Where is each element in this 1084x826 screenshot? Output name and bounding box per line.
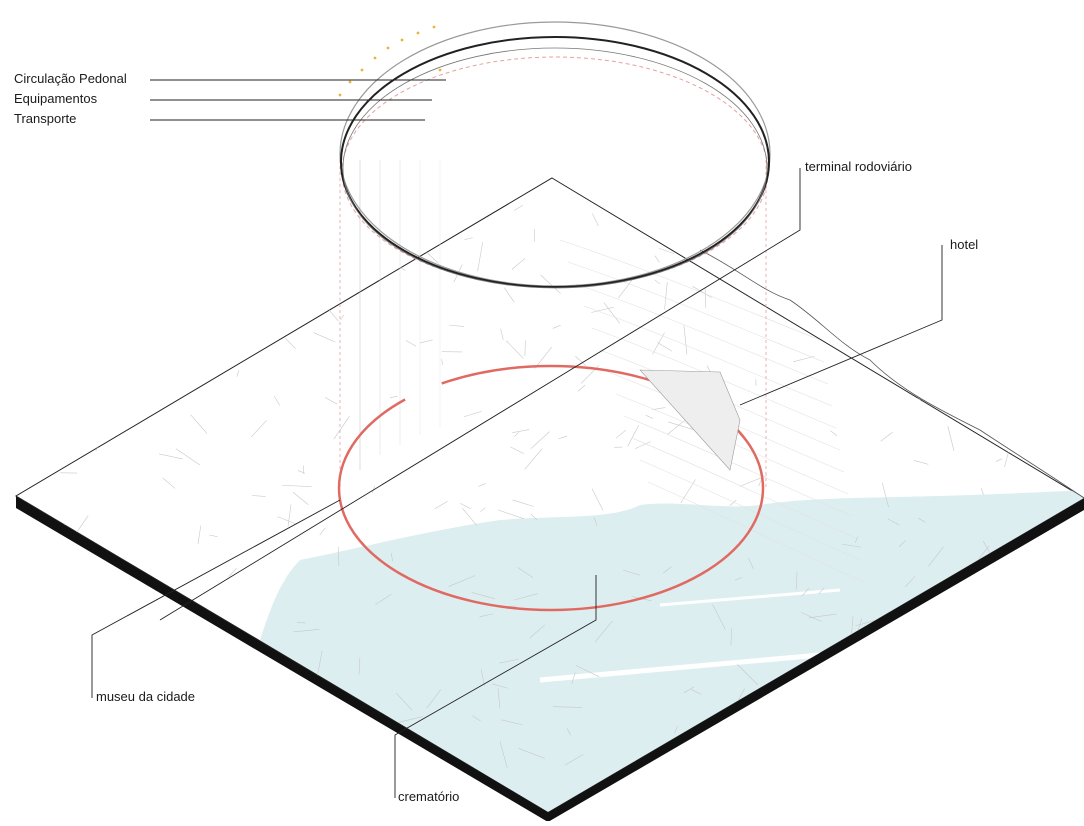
map-line — [113, 344, 115, 362]
map-line — [180, 644, 199, 664]
label-bus-terminal: terminal rodoviário — [805, 160, 912, 174]
map-line — [328, 226, 329, 250]
map-line — [996, 203, 999, 211]
map-line — [95, 397, 109, 398]
layer-dot — [361, 69, 364, 72]
map-line — [445, 206, 462, 217]
map-line — [699, 202, 706, 218]
map-line — [896, 731, 911, 734]
map-line — [856, 751, 875, 766]
map-line — [153, 319, 176, 329]
map-line — [238, 679, 239, 698]
layer-dot — [349, 81, 352, 84]
map-line — [92, 407, 109, 408]
map-line — [321, 738, 335, 747]
map-line — [278, 729, 282, 743]
map-line — [820, 214, 831, 228]
map-line — [847, 336, 872, 349]
map-line — [163, 301, 187, 306]
map-line — [174, 306, 187, 309]
map-line — [238, 725, 253, 738]
map-line — [230, 740, 241, 743]
label-city-museum: museu da cidade — [96, 690, 195, 704]
map-line — [70, 286, 83, 305]
layer-dot — [417, 32, 420, 35]
layer-dot — [374, 57, 377, 60]
map-line — [966, 385, 970, 407]
map-line — [64, 748, 79, 763]
map-line — [191, 325, 207, 330]
label-hotel: hotel — [950, 238, 978, 252]
layer-dots — [339, 26, 442, 97]
map-line — [84, 393, 94, 410]
map-line — [869, 217, 876, 218]
map-line — [858, 698, 877, 715]
map-line — [386, 259, 405, 271]
map-line — [224, 752, 236, 763]
map-line — [341, 269, 348, 274]
map-line — [998, 751, 1010, 753]
map-line — [222, 221, 230, 222]
map-line — [906, 272, 913, 277]
map-line — [353, 708, 360, 727]
map-line — [736, 208, 741, 216]
map-line — [372, 215, 377, 220]
map-line — [101, 641, 129, 651]
map-line — [316, 736, 319, 742]
map-line — [122, 399, 129, 408]
map-line — [160, 374, 176, 379]
map-line — [182, 366, 195, 383]
layer-dot — [401, 39, 404, 42]
layer-label-pedestrian: Circulação Pedonal — [14, 72, 127, 86]
map-line — [977, 406, 999, 413]
map-line — [303, 721, 324, 723]
map-line — [73, 337, 78, 345]
map-line — [958, 370, 972, 394]
map-line — [78, 390, 79, 399]
map-line — [857, 300, 861, 314]
map-line — [756, 290, 764, 295]
layer-dot — [339, 94, 342, 97]
map-line — [933, 622, 940, 629]
map-line — [289, 695, 302, 707]
map-line — [688, 204, 693, 207]
map-line — [192, 345, 213, 353]
map-line — [201, 228, 229, 231]
map-line — [138, 281, 143, 289]
map-line — [154, 673, 175, 688]
layer-dot — [439, 69, 442, 72]
map-line — [989, 700, 999, 706]
map-line — [125, 290, 127, 298]
map-line — [972, 623, 976, 630]
map-line — [78, 373, 98, 377]
map-line — [168, 384, 170, 392]
map-line — [218, 646, 224, 665]
layer-dot — [387, 47, 390, 50]
map-line — [967, 259, 984, 265]
map-line — [71, 391, 94, 393]
map-line — [210, 631, 224, 651]
map-line — [994, 246, 1019, 252]
map-line — [911, 226, 928, 239]
map-line — [166, 207, 188, 217]
map-line — [940, 682, 950, 704]
map-line — [383, 210, 394, 215]
map-line — [759, 722, 765, 725]
map-line — [133, 261, 143, 263]
map-line — [698, 202, 702, 212]
layer-dot — [433, 26, 436, 29]
label-crematorium: crematório — [398, 790, 459, 804]
layer-label-equipment: Equipamentos — [14, 92, 97, 106]
map-line — [987, 647, 1008, 666]
map-line — [283, 731, 291, 740]
map-line — [972, 201, 979, 212]
map-line — [993, 360, 1001, 364]
map-line — [911, 310, 932, 329]
map-line — [886, 661, 898, 670]
layer-label-transport: Transporte — [14, 112, 76, 126]
map-line — [930, 648, 931, 656]
